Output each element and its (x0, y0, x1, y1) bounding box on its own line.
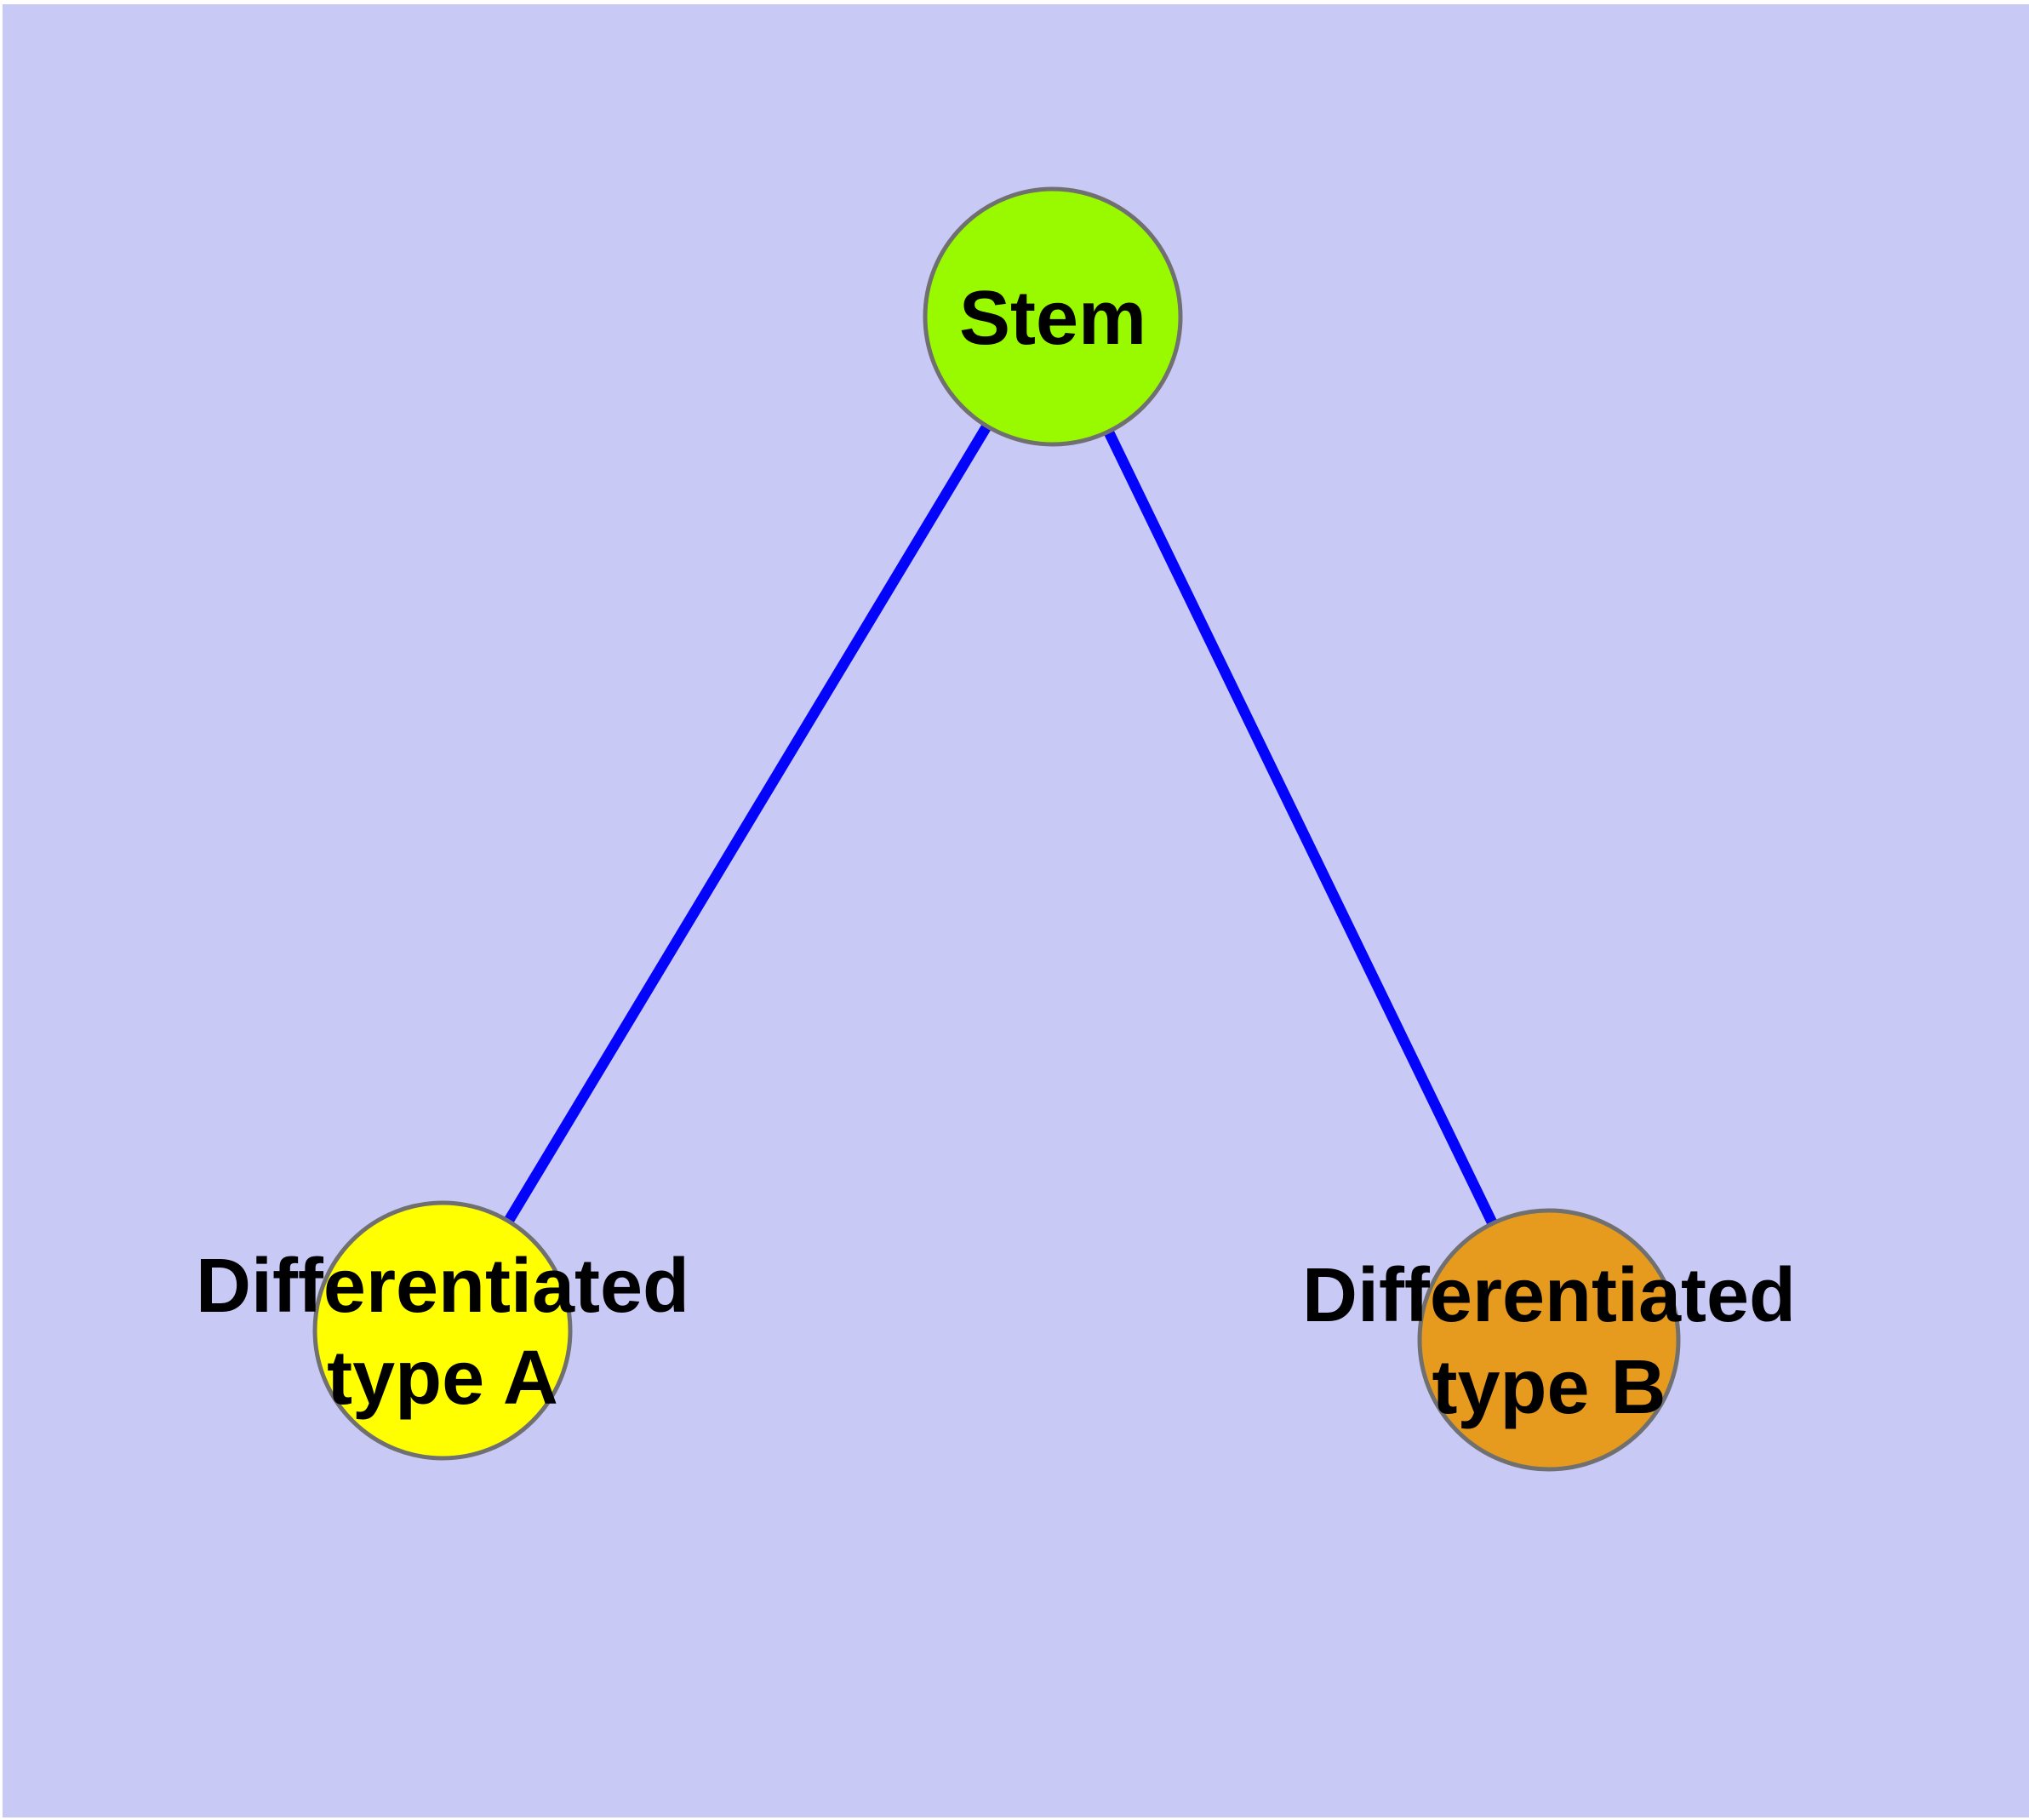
node-differentiated-type-a (312, 1200, 573, 1461)
node-type-b-label-line2: type B (1432, 1345, 1666, 1430)
node-stem-label: Stem (959, 276, 1146, 361)
edge-stem-to-type-b (1048, 314, 1554, 1342)
node-type-b-label-line1: Differentiated (1302, 1253, 1796, 1338)
node-type-a-label-line1: Differentiated (196, 1244, 689, 1329)
edge-stem-to-type-a (437, 313, 1058, 1334)
node-type-a-label-line2: type A (327, 1336, 558, 1421)
node-differentiated-type-b (1417, 1208, 1681, 1472)
node-stem (923, 186, 1183, 447)
